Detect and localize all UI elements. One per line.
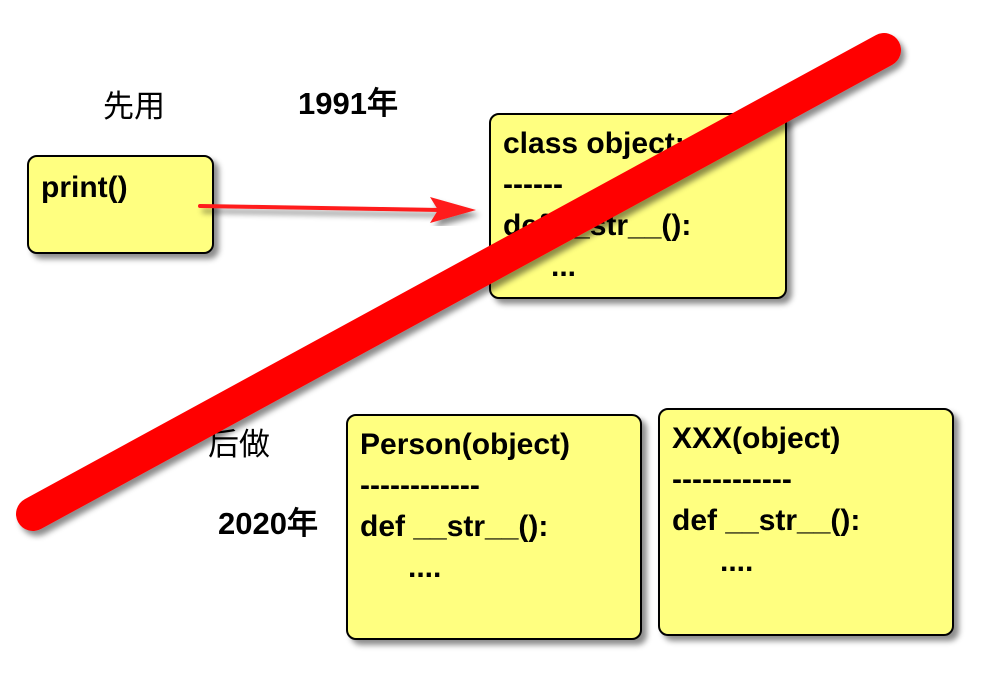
xxx-class-line-method: def __str__():: [672, 504, 861, 537]
object-class-line-divider: ------: [503, 168, 563, 201]
first-use-label: 先用: [103, 89, 165, 125]
person-class-line-header: Person(object): [360, 428, 571, 461]
year-2020-label: 2020年: [218, 506, 318, 541]
print-box: print(): [27, 155, 214, 254]
person-class-box: Person(object) ------------ def __str__(…: [346, 414, 642, 640]
xxx-class-line-body: ....: [720, 545, 754, 578]
xxx-class-line-header: XXX(object): [672, 422, 841, 455]
xxx-class-line-divider: ------------: [672, 463, 792, 496]
later-make-label: 后做: [208, 427, 270, 463]
print-box-line: print(): [41, 171, 128, 204]
person-class-line-body: ....: [408, 551, 442, 584]
person-class-line-method: def __str__():: [360, 510, 549, 543]
object-class-line-body: ...: [551, 250, 577, 283]
red-arrow: [198, 197, 476, 223]
xxx-class-box: XXX(object) ------------ def __str__(): …: [658, 408, 954, 636]
person-class-line-divider: ------------: [360, 469, 480, 502]
strike-through-line: [16, 33, 901, 531]
object-class-line-header: class object:: [503, 127, 685, 160]
year-1991-label: 1991年: [298, 86, 398, 121]
